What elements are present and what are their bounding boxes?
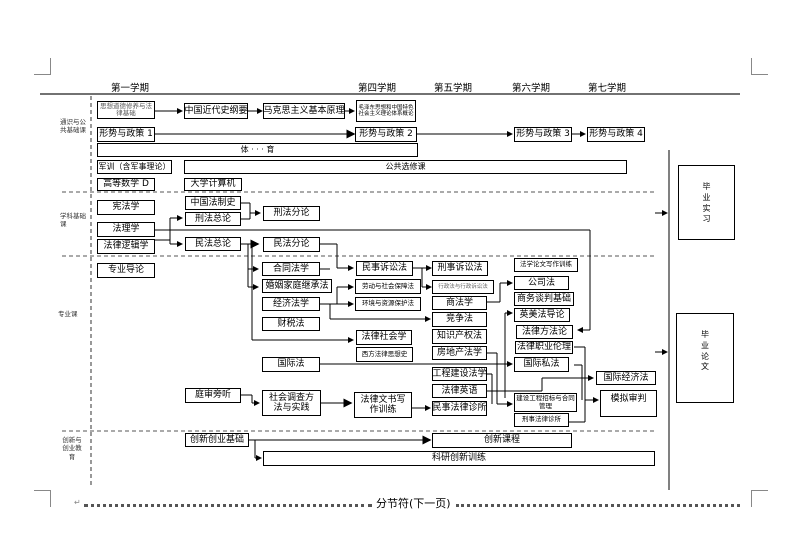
course-legal-sociology: 法律社会学 — [356, 330, 412, 345]
course-constitution: 宪法学 — [97, 200, 155, 215]
course-policy-3: 形势与政策 3 — [514, 127, 572, 142]
course-family: 婚姻家庭继承法 — [262, 279, 332, 293]
paragraph-mark: ↵ — [74, 498, 81, 507]
course-logic: 法律逻辑学 — [97, 239, 155, 254]
course-civil-procedure: 民事诉讼法 — [356, 261, 413, 276]
course-intl-law: 国际法 — [262, 357, 320, 372]
page-corner-bottom-left — [34, 490, 51, 507]
course-modern-history: 中国近代史纲要 — [184, 103, 248, 119]
internship-char-3: 实 — [702, 203, 711, 213]
course-labor: 劳动与社会保障法 — [355, 279, 421, 294]
course-construction-bid: 建设工程招标与合同管理 — [514, 393, 577, 412]
course-legal-documents: 法律文书写作训练 — [354, 392, 412, 418]
thesis-char-4: 文 — [701, 362, 709, 372]
course-legal-history: 中国法制史 — [185, 196, 241, 210]
semester-4-header: 第四学期 — [358, 83, 397, 94]
page-corner-top-left — [34, 58, 51, 75]
thesis-char-1: 毕 — [701, 330, 709, 339]
course-computer: 大学计算机 — [184, 178, 242, 191]
section-break-line-left — [84, 504, 372, 507]
course-innovation-basics: 创新创业基础 — [185, 433, 249, 447]
thesis-char-3: 论 — [701, 351, 709, 361]
course-civil-special: 民法分论 — [263, 237, 320, 252]
course-criminal-clinic: 刑事法律诊所 — [514, 413, 569, 427]
thesis-char-2: 业 — [701, 340, 709, 350]
course-private-intl: 国际私法 — [514, 357, 569, 372]
course-negotiation: 商务谈判基础 — [514, 292, 574, 306]
course-jurisprudence: 法理学 — [97, 222, 155, 237]
course-economic: 经济法学 — [262, 297, 320, 311]
graduation-internship: 毕 业 实 习 — [678, 165, 735, 240]
course-criminal-general: 刑法总论 — [185, 212, 241, 226]
course-real-estate: 房地产法学 — [432, 346, 487, 360]
course-anglo-american: 英美法导论 — [514, 308, 570, 322]
course-tax: 财税法 — [262, 317, 320, 331]
course-commercial: 商法学 — [432, 296, 487, 310]
semester-1-header: 第一学期 — [111, 83, 150, 94]
category-major: 专业课 — [58, 310, 78, 318]
page-corner-bottom-right — [751, 490, 768, 507]
course-ethics: 法律职业伦理 — [515, 341, 573, 354]
category-innovation: 创新与创业教育 — [62, 436, 82, 461]
course-intro: 专业导论 — [97, 263, 155, 278]
course-military: 军训（含军事理论） — [97, 160, 172, 174]
course-criminal-special: 刑法分论 — [263, 206, 320, 221]
category-discipline: 学科基础课 — [60, 212, 86, 229]
section-break-line-right — [456, 504, 740, 507]
internship-char-2: 业 — [702, 192, 711, 202]
course-public-elective: 公共选修课 — [184, 160, 627, 174]
course-pe: 体 · · · 育 — [97, 143, 418, 157]
course-company: 公司法 — [514, 276, 569, 290]
section-break-label: 分节符(下一页) — [374, 495, 453, 511]
category-general: 通识与公共基础课 — [60, 118, 86, 135]
course-social-survey: 社会调查方法与实践 — [262, 390, 321, 416]
course-criminal-procedure: 刑事诉讼法 — [432, 261, 488, 276]
section-break[interactable]: 分节符(下一页) — [84, 495, 740, 511]
semester-7-header: 第七学期 — [588, 83, 627, 94]
course-competition: 竞争法 — [432, 312, 487, 327]
course-western-thought: 西方法律思想史 — [356, 347, 413, 362]
course-administrative: 行政法与行政诉讼法 — [432, 280, 494, 294]
course-moral-law: 思想道德修养与法律基础 — [97, 101, 155, 119]
semester-6-header: 第六学期 — [512, 83, 551, 94]
course-mao-theory: 毛泽东思想和中国特色社会主义理论体系概论 — [356, 100, 416, 122]
course-moot-court: 模拟审判 — [600, 390, 657, 417]
course-thesis-writing: 法学论文写作训练 — [514, 258, 578, 272]
internship-char-1: 毕 — [702, 182, 711, 191]
course-policy-4: 形势与政策 4 — [587, 127, 645, 142]
course-construction: 工程建设法学 — [432, 367, 487, 381]
internship-char-4: 习 — [702, 214, 711, 224]
graduation-thesis: 毕 业 论 文 — [676, 313, 734, 403]
page-corner-top-right — [751, 58, 768, 75]
course-contract: 合同法学 — [262, 262, 320, 276]
course-innovation-courses: 创新课程 — [432, 433, 572, 448]
course-intl-economic: 国际经济法 — [596, 371, 656, 385]
course-environment: 环境与资源保护法 — [355, 297, 421, 311]
course-policy-1: 形势与政策 1 — [97, 127, 155, 142]
course-civil-general: 民法总论 — [185, 237, 241, 251]
course-methodology: 法律方法论 — [516, 325, 573, 339]
semester-5-header: 第五学期 — [434, 83, 473, 94]
course-policy-2: 形势与政策 2 — [355, 127, 417, 142]
course-research-training: 科研创新训练 — [263, 451, 655, 466]
course-math: 高等数学 D — [97, 178, 155, 191]
course-ip: 知识产权法 — [432, 329, 487, 344]
course-marxism: 马克思主义基本原理 — [263, 103, 345, 119]
course-legal-english: 法律英语 — [432, 384, 487, 398]
course-civil-clinic: 民事法律诊所 — [432, 401, 487, 416]
course-court-hearing: 庭审旁听 — [185, 388, 241, 403]
